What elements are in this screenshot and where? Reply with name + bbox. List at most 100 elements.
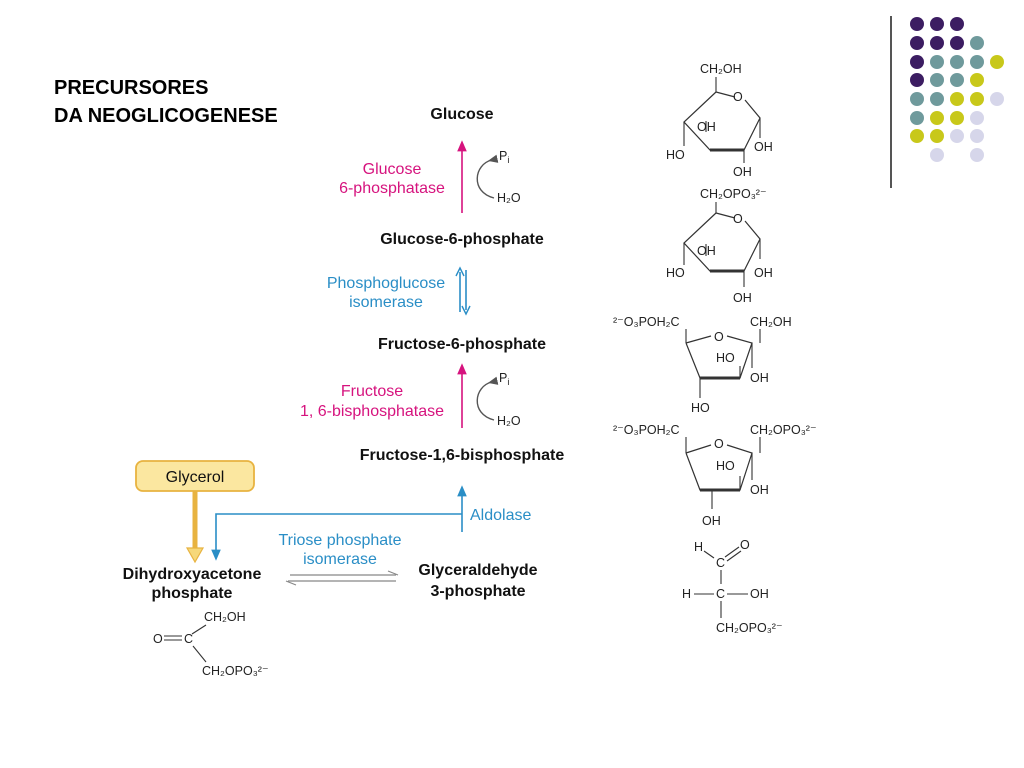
f16bp-structure: ²⁻O₃POH₂C CH₂OPO₃²⁻ O HO OH OH <box>613 423 817 528</box>
gap-c1: C <box>716 556 725 570</box>
gap-bottom: CH₂OPO₃²⁻ <box>716 621 783 635</box>
dot <box>990 55 1004 69</box>
f16bp-oh-bottom: OH <box>702 514 721 528</box>
g6pase-label-2: 6-phosphatase <box>339 180 445 197</box>
dhap-label-1: Dihydroxyacetone <box>123 566 262 583</box>
dot <box>910 55 924 69</box>
fbpase-label-1: Fructose <box>341 383 403 400</box>
g6p-structure: CH₂OPO₃²⁻ O OH HO OH OH <box>666 187 773 305</box>
dot <box>910 73 924 87</box>
dot <box>950 129 964 143</box>
gap-o: O <box>740 538 750 552</box>
dot <box>950 55 964 69</box>
f16bp-ho-in: HO <box>716 459 735 473</box>
dhap-structure: CH₂OH O C CH₂OPO₃²⁻ <box>153 610 269 678</box>
dot <box>970 92 984 106</box>
tpi-arrowhead-left <box>285 580 297 586</box>
title-line-1: PRECURSORES <box>54 77 209 99</box>
f16bp-ring-o: O <box>714 437 724 451</box>
tpi-label-2: isomerase <box>303 551 377 568</box>
g6pase-side-arrow <box>476 154 499 199</box>
dot <box>950 111 964 125</box>
dot <box>930 17 944 31</box>
dot <box>970 148 984 162</box>
g6p-oh-in: OH <box>697 244 716 258</box>
dot <box>910 92 924 106</box>
dot <box>930 111 944 125</box>
dot <box>930 73 944 87</box>
f6p-left: ²⁻O₃POH₂C <box>613 315 680 329</box>
dot <box>970 73 984 87</box>
fructose-6-phosphate-label: Fructose-6-phosphate <box>378 336 546 353</box>
pgi-label-1: Phosphoglucose <box>327 275 445 292</box>
glucose-ch2oh: CH₂OH <box>700 62 742 76</box>
f6p-ho-in: HO <box>716 351 735 365</box>
f6p-right: CH₂OH <box>750 315 792 329</box>
dot <box>950 92 964 106</box>
g6p-oh-bottom: OH <box>733 291 752 305</box>
f16bp-left: ²⁻O₃POH₂C <box>613 423 680 437</box>
glucose-6-phosphate-label: Glucose-6-phosphate <box>380 231 544 248</box>
dot <box>950 36 964 50</box>
dot <box>970 111 984 125</box>
f6p-structure: ²⁻O₃POH₂C CH₂OH O HO OH HO <box>613 315 792 415</box>
tpi-arrowhead-right <box>387 570 399 576</box>
f6p-ho-bottom: HO <box>691 401 710 415</box>
glucose-oh-bottom: OH <box>733 165 752 179</box>
dot <box>910 36 924 50</box>
g6p-ch2opo3: CH₂OPO₃²⁻ <box>700 187 767 201</box>
glucose-structure: CH₂OH O OH HO OH OH <box>666 62 773 179</box>
glucose-ring-o: O <box>733 90 743 104</box>
dhap-c: C <box>184 632 193 646</box>
glycerol-label: Glycerol <box>166 469 225 486</box>
f16bp-oh-right: OH <box>750 483 769 497</box>
pgi-label-2: isomerase <box>349 294 423 311</box>
dhap-bottom: CH₂OPO₃²⁻ <box>202 664 269 678</box>
h2o-label-1: H₂O <box>497 191 521 205</box>
dot <box>990 92 1004 106</box>
f6p-ring-o: O <box>714 330 724 344</box>
gap-oh: OH <box>750 587 769 601</box>
h2o-label-2: H₂O <box>497 414 521 428</box>
glucose-oh-in: OH <box>697 120 716 134</box>
dot <box>910 111 924 125</box>
f6p-oh-right: OH <box>750 371 769 385</box>
glycerol-arrowhead <box>185 547 205 564</box>
aldolase-to-dhap-arrow <box>211 513 462 561</box>
fbpase-side-arrow <box>476 376 499 421</box>
dhap-o: O <box>153 632 163 646</box>
gap-c2: C <box>716 587 725 601</box>
dot <box>950 17 964 31</box>
pi-label-1: Pi <box>499 149 509 165</box>
aldolase-label: Aldolase <box>470 507 531 524</box>
dot <box>970 36 984 50</box>
pgi-arrowhead-down <box>461 305 471 316</box>
pi-label-2: Pi <box>499 371 509 387</box>
gap-label-2: 3-phosphate <box>430 583 525 600</box>
tpi-label-1: Triose phosphate <box>278 532 401 549</box>
gap-structure: H C O H C OH CH₂OPO₃²⁻ <box>682 538 783 635</box>
glucose-ho: HO <box>666 148 685 162</box>
dot <box>910 17 924 31</box>
dot <box>930 36 944 50</box>
glucose-oh-right: OH <box>754 140 773 154</box>
title-line-2: DA NEOGLICOGENESE <box>54 105 278 127</box>
dhap-top: CH₂OH <box>204 610 246 624</box>
f16bp-right: CH₂OPO₃²⁻ <box>750 423 817 437</box>
slide-title: PRECURSORES DA NEOGLICOGENESE <box>54 74 278 130</box>
vertical-divider <box>890 16 892 188</box>
dot <box>910 129 924 143</box>
pgi-arrowhead-up <box>455 266 465 277</box>
dot <box>950 73 964 87</box>
g6p-oh-right: OH <box>754 266 773 280</box>
dot <box>930 92 944 106</box>
dot <box>930 129 944 143</box>
g6pase-label-1: Glucose <box>363 161 422 178</box>
dot <box>970 55 984 69</box>
g6p-ring-o: O <box>733 212 743 226</box>
g6p-ho: HO <box>666 266 685 280</box>
gap-h2: H <box>682 587 691 601</box>
dot <box>970 129 984 143</box>
gap-label-1: Glyceraldehyde <box>418 562 537 579</box>
